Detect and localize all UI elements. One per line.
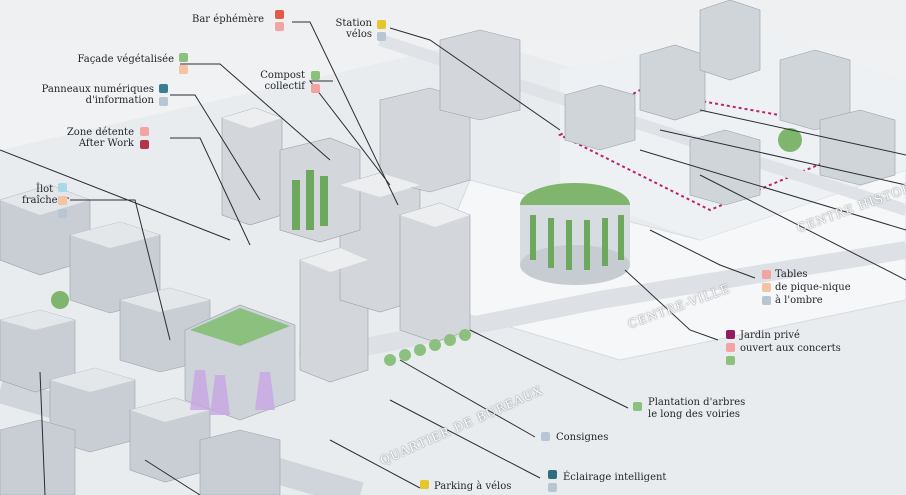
swatch-green-plantation	[633, 402, 642, 411]
callout-tables-label-2: de pique-nique	[775, 282, 851, 293]
mall-light-beams	[190, 370, 275, 415]
swatch-pink	[275, 22, 284, 31]
round-building-base	[520, 245, 630, 285]
callout-jardin-label-1: Jardin privé	[740, 330, 800, 341]
callout-bar-ephemere-label: Bar éphémère	[192, 14, 265, 25]
callout-plantation-label-1: Plantation d'arbres	[648, 397, 746, 408]
callout-panneaux-label-1: Panneaux numériques	[41, 84, 154, 95]
swatch-pink-compost	[311, 84, 320, 93]
buildings-left-roofs	[0, 185, 210, 422]
swatch-yellow	[377, 20, 386, 29]
green-facade	[292, 170, 328, 230]
buildings-left	[0, 184, 281, 495]
swatch-blue-grey-tables	[762, 296, 771, 305]
office-tower-roofs	[222, 108, 470, 272]
callout-facade-label: Façade végétalisée	[77, 54, 174, 65]
swatch-yellow-parking	[420, 480, 429, 489]
swatch-blue-grey-station	[377, 32, 386, 41]
swatch-blue-grey-panneaux	[159, 97, 168, 106]
swatch-peach-facade	[179, 65, 188, 74]
callout-tables-label-1: Tables	[775, 269, 808, 280]
swatch-peach-tables	[762, 283, 771, 292]
callout-tables-label-3: à l'ombre	[775, 295, 823, 306]
swatch-blue-grey-ilot	[58, 209, 67, 218]
swatch-crimson-zone	[140, 140, 149, 149]
swatch-pink-tables	[762, 270, 771, 279]
leader-lines	[0, 21, 906, 495]
street-diagonal	[298, 241, 906, 369]
swatch-green-jardin	[726, 356, 735, 365]
swatch-blue-grey-eclairage	[548, 483, 557, 492]
callout-parking-label: Parking à vélos	[434, 481, 512, 492]
swatch-green-compost	[311, 71, 320, 80]
garden-tree	[51, 291, 69, 309]
round-building-vines	[530, 215, 624, 270]
callout-consignes-label: Consignes	[556, 432, 609, 443]
callout-jardin-label-2: ouvert aux concerts	[740, 343, 841, 354]
callout-eclairage-label: Éclairage intelligent	[563, 472, 667, 483]
swatch-peach-ilot	[58, 196, 67, 205]
swatch-dark-teal-eclairage	[548, 470, 557, 479]
swatch-green-facade	[179, 53, 188, 62]
swatch-blue-grey-consignes	[541, 432, 550, 441]
street-trees	[384, 329, 471, 366]
swatch-magenta-jardin	[726, 330, 735, 339]
swatch-light-blue-ilot	[58, 183, 67, 192]
callout-compost-label-1: Compost	[260, 70, 305, 81]
rooftop-garden	[190, 308, 290, 346]
swatch-pink-jardin	[726, 343, 735, 352]
callout-ilot-label-2: fraîcheur	[22, 195, 69, 206]
swatch-pink-zone	[140, 127, 149, 136]
callout-station-label-1: Station	[335, 18, 372, 29]
callout-zone-detente-label-2: After Work	[78, 138, 134, 149]
callout-station-label-2: vélos	[346, 29, 372, 40]
callout-panneaux-label-2: d'information	[85, 95, 154, 106]
callout-plantation-label-2: le long des voiries	[648, 409, 741, 420]
swatch-teal-panneaux	[159, 84, 168, 93]
callout-zone-detente-label-1: Zone détente	[66, 127, 134, 138]
callout-ilot-label-1: Îlot	[36, 184, 54, 195]
callout-compost-label-2: collectif	[264, 81, 305, 92]
historic-tree	[778, 128, 802, 152]
swatch-red	[275, 10, 284, 19]
